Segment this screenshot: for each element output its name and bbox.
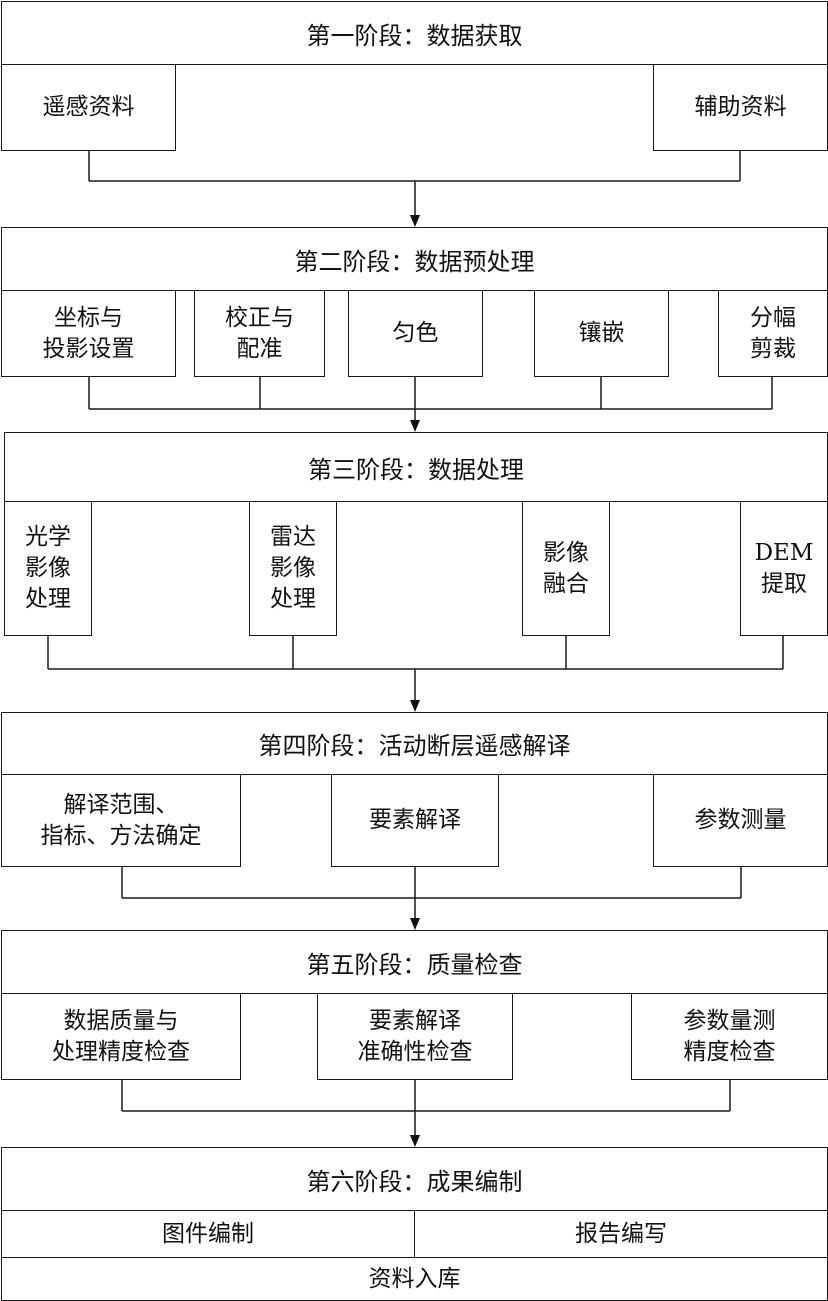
item-label: 要素解译 准确性检查 — [357, 1007, 473, 1065]
stage-4-item-scope-method: 解译范围、 指标、方法确定 — [1, 774, 241, 867]
item-label: 参数量测 精度检查 — [683, 1007, 776, 1065]
stage-2-header: 第二阶段：数据预处理 — [1, 227, 828, 291]
item-label: 镶嵌 — [578, 320, 625, 346]
stage-4-title: 第四阶段：活动断层遥感解译 — [258, 732, 571, 760]
stage-2-item-clipping: 分幅 剪裁 — [718, 290, 828, 377]
stage-1-item-remote-sensing-data: 遥感资料 — [1, 64, 176, 151]
item-label: 辅助资料 — [694, 94, 787, 120]
item-label: 校正与 配准 — [225, 304, 294, 362]
stage-3-header: 第三阶段：数据处理 — [4, 432, 828, 502]
stage-6-footer-archiving: 资料入库 — [1, 1257, 828, 1301]
item-label: 雷达 影像 处理 — [270, 524, 316, 612]
item-label: 数据质量与 处理精度检查 — [52, 1007, 190, 1065]
arrow-head-icon-3 — [410, 700, 420, 712]
item-label: 解译范围、 指标、方法确定 — [40, 791, 202, 849]
item-label: DEM 提取 — [754, 539, 814, 597]
stage-6-header: 第六阶段：成果编制 — [1, 1147, 828, 1211]
stage-2-item-correction-registration: 校正与 配准 — [194, 290, 325, 377]
stage-2-item-coordinate-projection: 坐标与 投影设置 — [1, 290, 176, 377]
arrow-head-icon-1 — [410, 215, 420, 227]
stage-2-item-mosaic: 镶嵌 — [534, 290, 669, 377]
stage-3-title: 第三阶段：数据处理 — [308, 455, 524, 484]
stage-6-item-map-compilation: 图件编制 — [1, 1210, 415, 1258]
stage-6-item-report-writing: 报告编写 — [414, 1210, 828, 1258]
arrow-head-icon-4 — [410, 918, 420, 930]
stage-3-item-dem-extraction: DEM 提取 — [740, 501, 828, 636]
stage-1-header: 第一阶段：数据获取 — [1, 1, 828, 65]
footer-label: 资料入库 — [368, 1265, 461, 1292]
arrow-head-icon-2 — [410, 420, 420, 432]
stage-4-header: 第四阶段：活动断层遥感解译 — [1, 712, 828, 775]
item-label: 图件编制 — [162, 1220, 254, 1247]
stage-1-item-auxiliary-data: 辅助资料 — [653, 64, 828, 151]
stage-1-title: 第一阶段：数据获取 — [306, 21, 523, 50]
stage-5-header: 第五阶段：质量检查 — [1, 930, 828, 994]
stage-3-item-radar-image: 雷达 影像 处理 — [249, 501, 337, 636]
item-label: 匀色 — [392, 320, 439, 346]
item-label: 参数测量 — [694, 807, 787, 833]
stage-5-item-measurement-precision-check: 参数量测 精度检查 — [631, 993, 828, 1080]
stage-4-item-element-interpretation: 要素解译 — [331, 774, 499, 867]
stage-3-item-image-fusion: 影像 融合 — [522, 501, 610, 636]
arrow-head-icon-5 — [410, 1135, 420, 1147]
stage-5-item-interpretation-accuracy-check: 要素解译 准确性检查 — [317, 993, 513, 1080]
stage-3-item-optical-image: 光学 影像 处理 — [4, 501, 92, 636]
item-label: 遥感资料 — [42, 94, 135, 120]
stage-2-title: 第二阶段：数据预处理 — [294, 247, 535, 276]
item-label: 分幅 剪裁 — [750, 304, 796, 362]
item-label: 要素解译 — [369, 807, 461, 833]
item-label: 坐标与 投影设置 — [42, 304, 135, 362]
stage-2-item-color-balancing: 匀色 — [348, 290, 483, 377]
item-label: 报告编写 — [575, 1220, 667, 1247]
stage-5-item-data-quality-check: 数据质量与 处理精度检查 — [1, 993, 241, 1080]
stage-6-title: 第六阶段：成果编制 — [306, 1167, 523, 1196]
item-label: 影像 融合 — [543, 539, 589, 597]
stage-5-title: 第五阶段：质量检查 — [306, 950, 523, 979]
stage-4-item-parameter-measurement: 参数测量 — [653, 774, 828, 867]
item-label: 光学 影像 处理 — [25, 524, 71, 612]
